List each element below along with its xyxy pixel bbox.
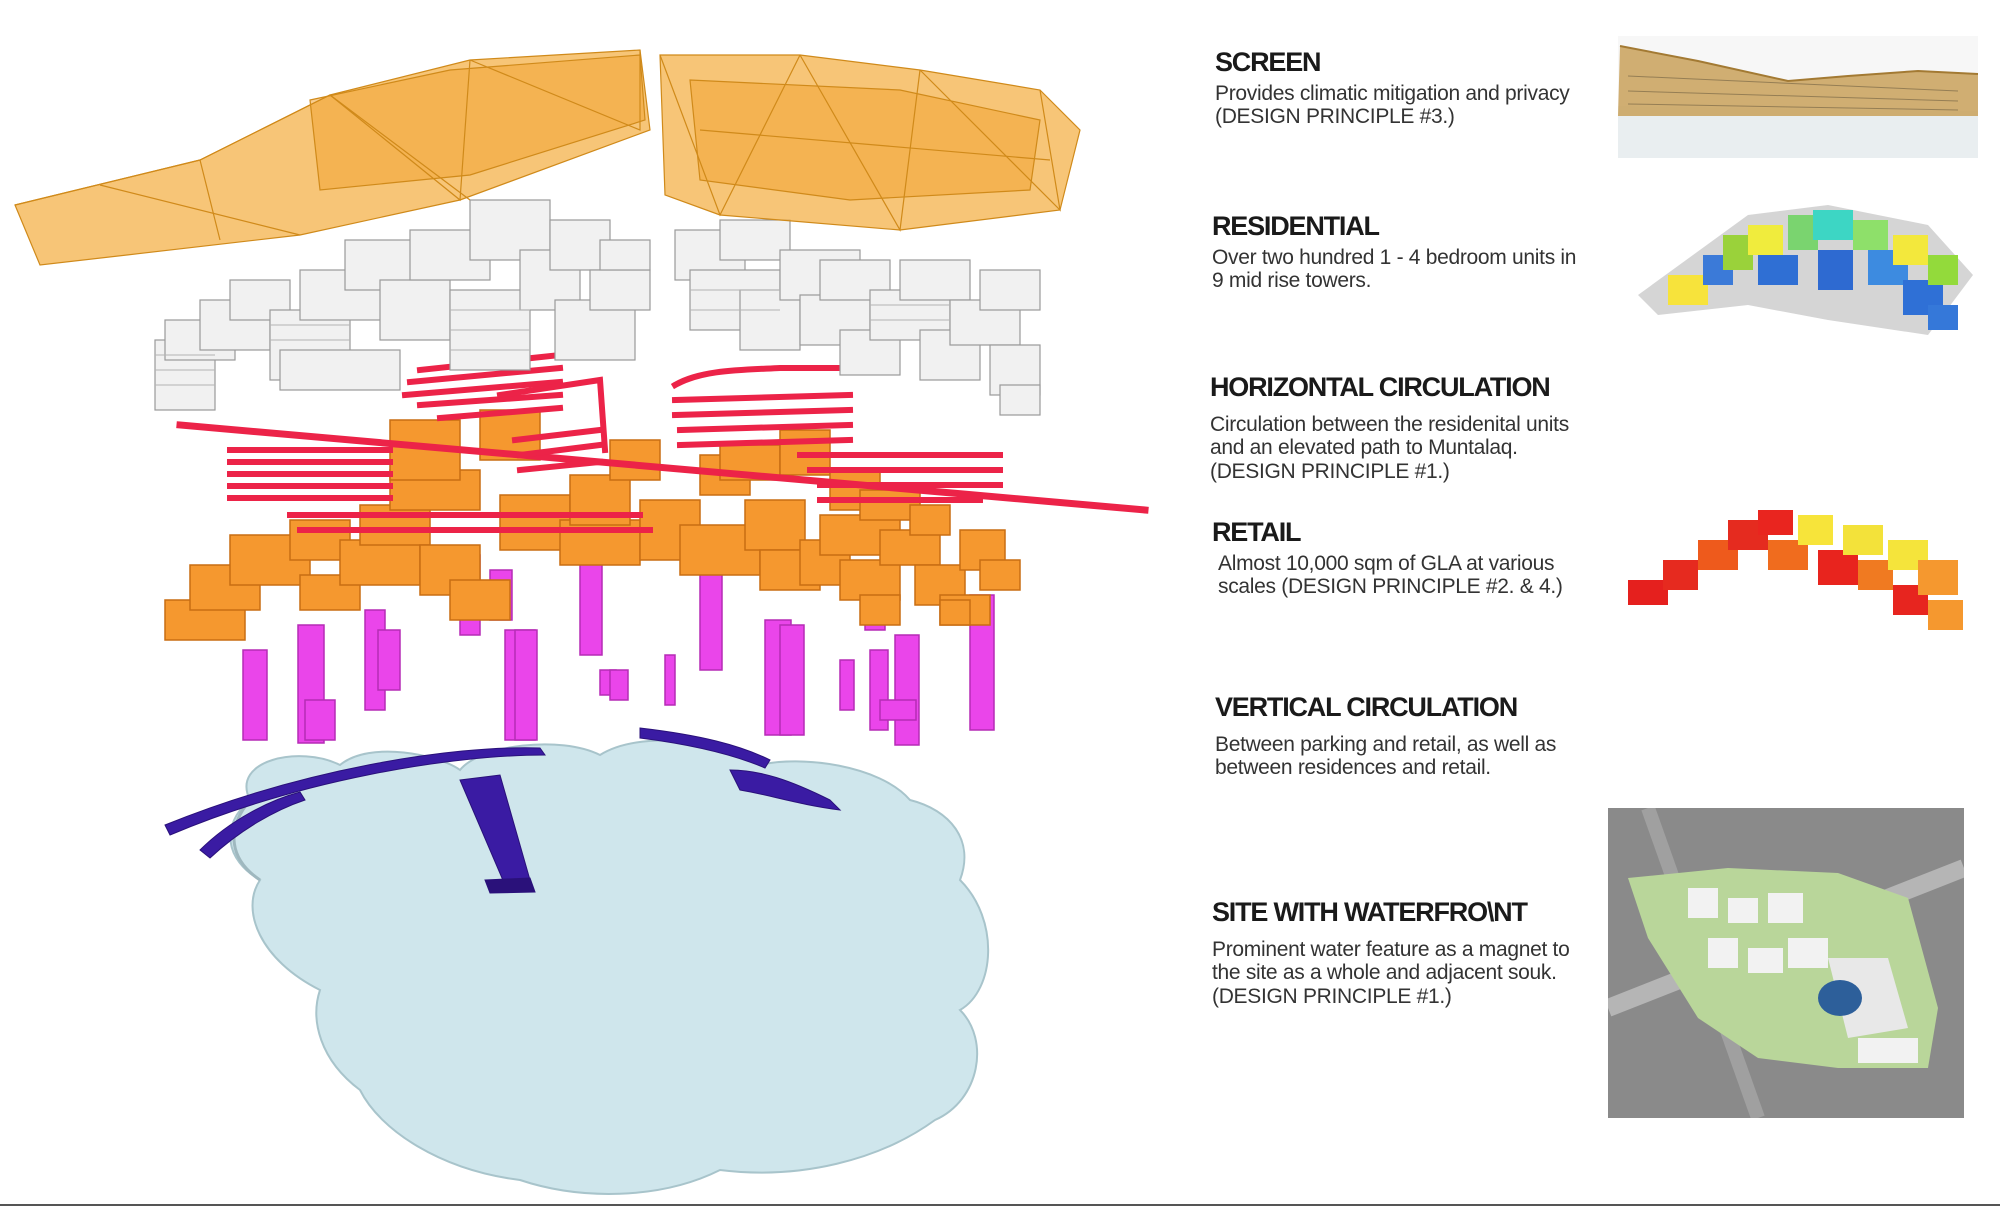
vertical-circulation-label: VERTICAL CIRCULATION Between parking and… [1215, 692, 1595, 780]
residential-title: RESIDENTIAL [1212, 211, 1380, 241]
vertical-circulation-layer [242, 554, 995, 746]
retail-description: Almost 10,000 sqm of GLA at various scal… [1218, 551, 1563, 599]
residential-layer [154, 199, 1041, 416]
exploded-axonometric-diagram [14, 49, 1149, 1195]
screen-title: SCREEN [1215, 47, 1322, 77]
site-plan-thumbnail [1608, 808, 1964, 1118]
residential-description: Over two hundred 1 - 4 bedroom units in … [1212, 245, 1577, 293]
residential-label: RESIDENTIAL Over two hundred 1 - 4 bedro… [1212, 211, 1592, 293]
site-title: SITE WITH WATERFRO\NT [1212, 897, 1528, 927]
horizontal-circulation-layer [176, 351, 1149, 533]
horizontal-circulation-description: Circulation between the residenital unit… [1210, 412, 1569, 484]
retail-thumbnail [1628, 510, 1963, 630]
screen-thumbnail [1618, 36, 1978, 158]
retail-title: RETAIL [1212, 517, 1301, 547]
site-label: SITE WITH WATERFRO\NT Prominent water fe… [1212, 897, 1592, 1009]
site-walkways [164, 727, 842, 894]
retail-label: RETAIL Almost 10,000 sqm of GLA at vario… [1212, 517, 1598, 599]
residential-floor-lines [155, 289, 950, 386]
residential-thumbnail [1638, 205, 1973, 335]
vertical-circulation-description: Between parking and retail, as well as b… [1215, 732, 1557, 780]
screen-label: SCREEN Provides climatic mitigation and … [1215, 47, 1595, 129]
horizontal-circulation-label: HORIZONTAL CIRCULATION Circulation betwe… [1210, 372, 1590, 484]
bottom-rule [0, 1204, 2000, 1206]
screen-layer [14, 49, 1081, 266]
site-water-layer [229, 739, 990, 1195]
vertical-circulation-title: VERTICAL CIRCULATION [1215, 692, 1518, 722]
screen-description: Provides climatic mitigation and privacy… [1215, 81, 1570, 129]
site-description: Prominent water feature as a magnet to t… [1212, 937, 1570, 1009]
horizontal-circulation-title: HORIZONTAL CIRCULATION [1210, 372, 1551, 402]
